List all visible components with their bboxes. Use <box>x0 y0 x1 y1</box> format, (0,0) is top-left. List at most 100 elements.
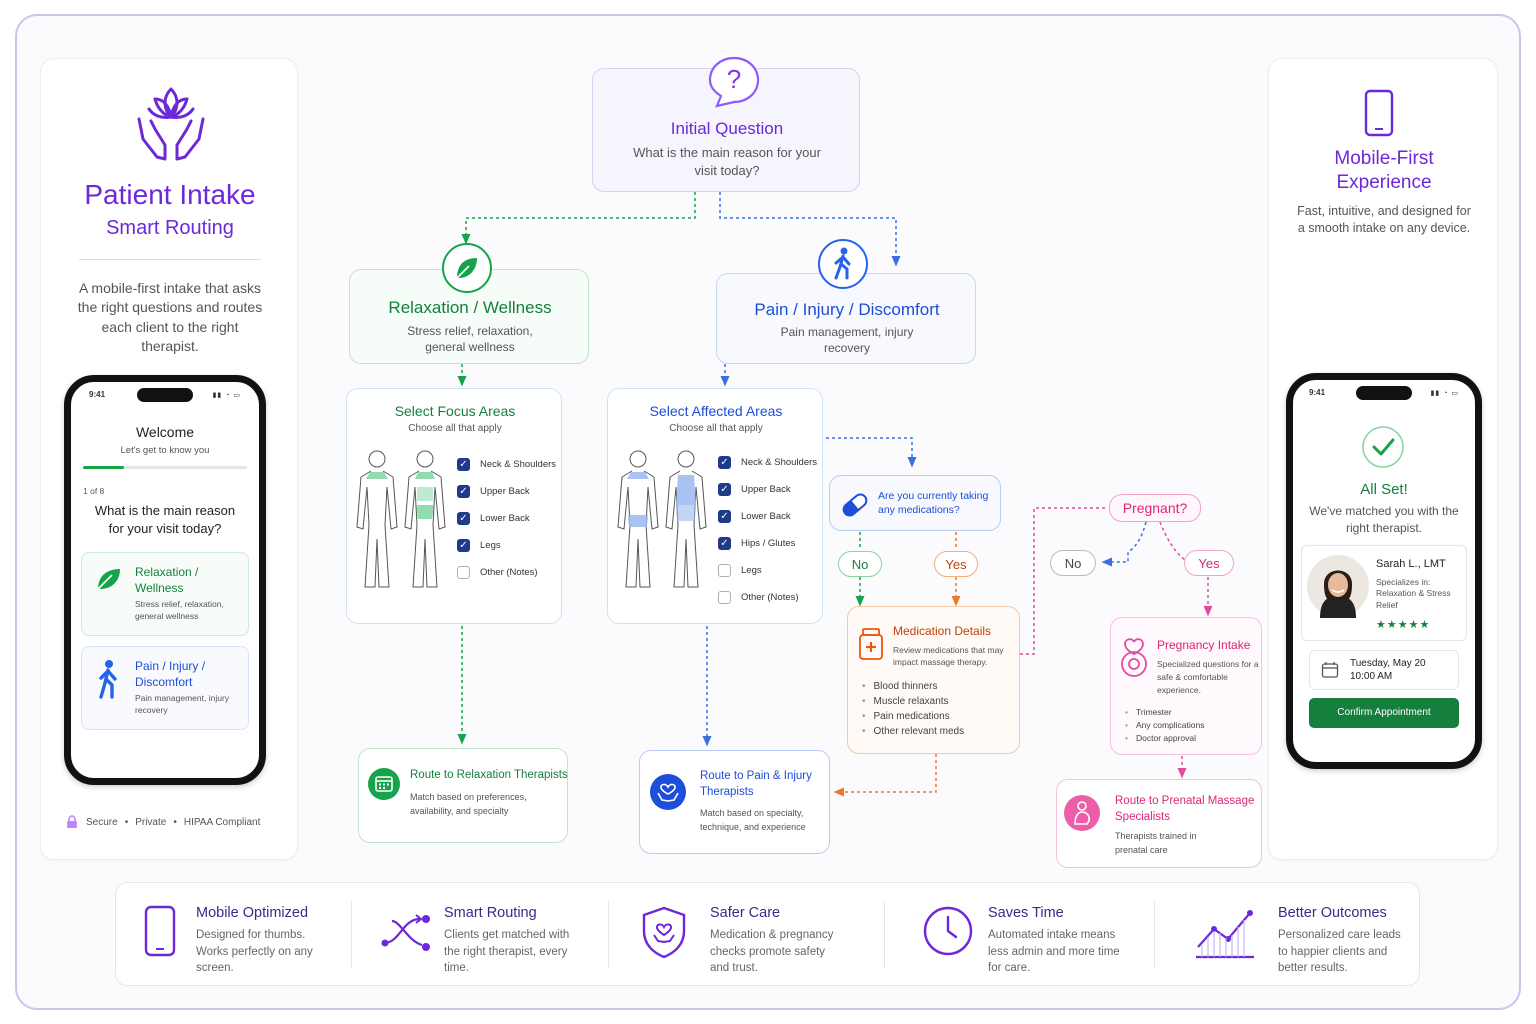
lotus-hands-icon <box>137 87 205 161</box>
node-subtitle: Choose all that apply <box>669 423 763 434</box>
checked-box: ✓ <box>718 483 731 496</box>
leaf-circle-icon <box>442 243 492 293</box>
feature-title: Smart Routing <box>444 905 537 921</box>
pregnancy-intake-node: Pregnancy Intake Specialized questions f… <box>1110 617 1262 755</box>
checked-box: ✓ <box>718 537 731 550</box>
node-subtitle: Choose all that apply <box>408 423 502 434</box>
unchecked-box <box>718 591 731 604</box>
focus-checklist: ✓Neck & Shoulders ✓Upper Back ✓Lower Bac… <box>457 451 561 586</box>
divider <box>351 901 352 969</box>
status-time: 9:41 <box>1309 388 1326 397</box>
separator: • <box>124 816 129 828</box>
affected-option[interactable]: ✓Neck & Shoulders <box>718 449 822 476</box>
pill-icon <box>842 493 868 517</box>
focus-option[interactable]: ✓Legs <box>457 532 561 559</box>
affected-option[interactable]: ✓ Hips / Glutes <box>718 530 822 557</box>
affected-option[interactable]: Other (Notes) <box>718 584 822 611</box>
medicine-bottle-icon <box>859 628 883 660</box>
checked-box: ✓ <box>457 458 470 471</box>
medication-item: Muscle relaxants <box>862 694 964 709</box>
affected-option[interactable]: ✓ Upper Back <box>718 476 822 503</box>
check-circle-icon <box>1362 426 1404 468</box>
node-text: Review medications that may impact massa… <box>893 645 1004 668</box>
body-diagram <box>356 450 446 588</box>
mother-circle-icon <box>1064 795 1100 831</box>
node-text: Are you currently taking any medications… <box>878 490 989 517</box>
checked-box: ✓ <box>457 539 470 552</box>
feature-title: Safer Care <box>710 905 781 921</box>
person-walking-circle-icon <box>818 239 868 289</box>
node-text: Therapists trained in prenatal care <box>1115 831 1197 855</box>
therapist-avatar <box>1307 555 1369 618</box>
heart-hands-icon <box>650 774 686 810</box>
option-label: Other (Notes) <box>480 567 538 578</box>
panel-description: Fast, intuitive, and designed for a smoo… <box>1297 204 1471 235</box>
affected-option[interactable]: ✓Lower Back <box>718 503 822 530</box>
option-desc: Stress relief, relaxation, general welln… <box>135 599 224 621</box>
person-walking-icon <box>99 660 117 699</box>
affected-option[interactable]: Legs <box>718 557 822 584</box>
node-title: Pregnancy Intake <box>1157 638 1251 652</box>
node-title: Select Focus Areas <box>394 403 516 419</box>
step-counter: 1 of 8 <box>83 486 105 496</box>
medication-item: Other relevant meds <box>862 724 965 739</box>
pregnancy-item: Doctor approval <box>1125 732 1205 745</box>
status-icons: ▮▮ ◔ ▭ <box>212 392 241 399</box>
medication-item: Pain medications <box>862 709 964 724</box>
checked-box: ✓ <box>457 512 470 525</box>
option-label: Hips / Glutes <box>741 538 796 549</box>
appointment-time[interactable]: Tuesday, May 20 10:00 AM <box>1309 650 1459 690</box>
option-label: Upper Back <box>741 484 791 495</box>
checked-box: ✓ <box>718 456 731 469</box>
intake-question: What is the main reason for your visit t… <box>94 503 236 536</box>
unchecked-box <box>718 564 731 577</box>
question-bubble-icon: ? <box>708 56 760 108</box>
routing-icon <box>381 914 430 951</box>
body-diagram <box>617 450 707 588</box>
therapist-card[interactable]: Sarah L., LMT Specializes in: Relaxation… <box>1301 545 1467 641</box>
feature-title: Better Outcomes <box>1278 905 1387 921</box>
therapist-name: Sarah L., LMT <box>1376 558 1446 570</box>
panel-title: Patient Intake <box>84 179 256 210</box>
lock-icon <box>67 815 77 828</box>
option-pain[interactable]: Pain / Injury / Discomfort Pain manageme… <box>81 646 249 730</box>
welcome-subtitle: Let's get to know you <box>120 445 210 456</box>
confirmation-heading: All Set! <box>1360 481 1408 498</box>
feature-title: Mobile Optimized <box>196 905 309 921</box>
focus-option[interactable]: ✓Lower Back <box>457 505 561 532</box>
option-title: Pain / Injury / Discomfort <box>135 659 206 689</box>
node-title: Initial Question <box>670 119 784 138</box>
chart-icon <box>1196 910 1254 959</box>
affected-checklist: ✓Neck & Shoulders ✓ Upper Back ✓Lower Bac… <box>718 449 822 611</box>
shield-heart-icon <box>642 906 686 959</box>
confirm-appointment-button[interactable]: Confirm Appointment <box>1309 698 1459 728</box>
feature-text: Personalized care leads to happier clien… <box>1278 929 1401 975</box>
welcome-title: Welcome <box>135 424 195 440</box>
node-title: Medication Details <box>893 624 992 638</box>
medication-item: Blood thinners <box>862 679 964 694</box>
focus-option[interactable]: ✓Upper Back <box>457 478 561 505</box>
secure-label: Secure <box>86 816 118 828</box>
appointment-slot: 10:00 AM <box>1350 671 1393 682</box>
confirmation-phone: 9:41 ▮▮ ◔ ▭ All Set! We've matched you w… <box>1286 373 1482 769</box>
phone-notch <box>1356 386 1412 400</box>
node-text: Match based on preferences, availability… <box>410 792 527 816</box>
medications-yes-badge: Yes <box>934 551 978 577</box>
focus-option[interactable]: ✓Neck & Shoulders <box>457 451 561 478</box>
route-pain-node: Route to Pain & Injury Therapists Match … <box>639 750 830 854</box>
progress-fill <box>83 466 124 469</box>
option-relaxation[interactable]: Relaxation / Wellness Stress relief, rel… <box>81 552 249 636</box>
focus-option[interactable]: Other (Notes) <box>457 559 561 586</box>
feature-text: Automated intake means less admin and mo… <box>988 929 1120 975</box>
node-text: What is the main reason for your visit t… <box>633 145 821 178</box>
private-label: Private <box>135 816 167 828</box>
option-desc: Pain management, injury recovery <box>135 693 230 715</box>
svg-text:?: ? <box>727 64 741 94</box>
security-footer: Secure • Private • HIPAA Compliant <box>65 815 260 829</box>
node-title: Route to Prenatal Massage Specialists <box>1115 795 1255 823</box>
checked-box: ✓ <box>718 510 731 523</box>
